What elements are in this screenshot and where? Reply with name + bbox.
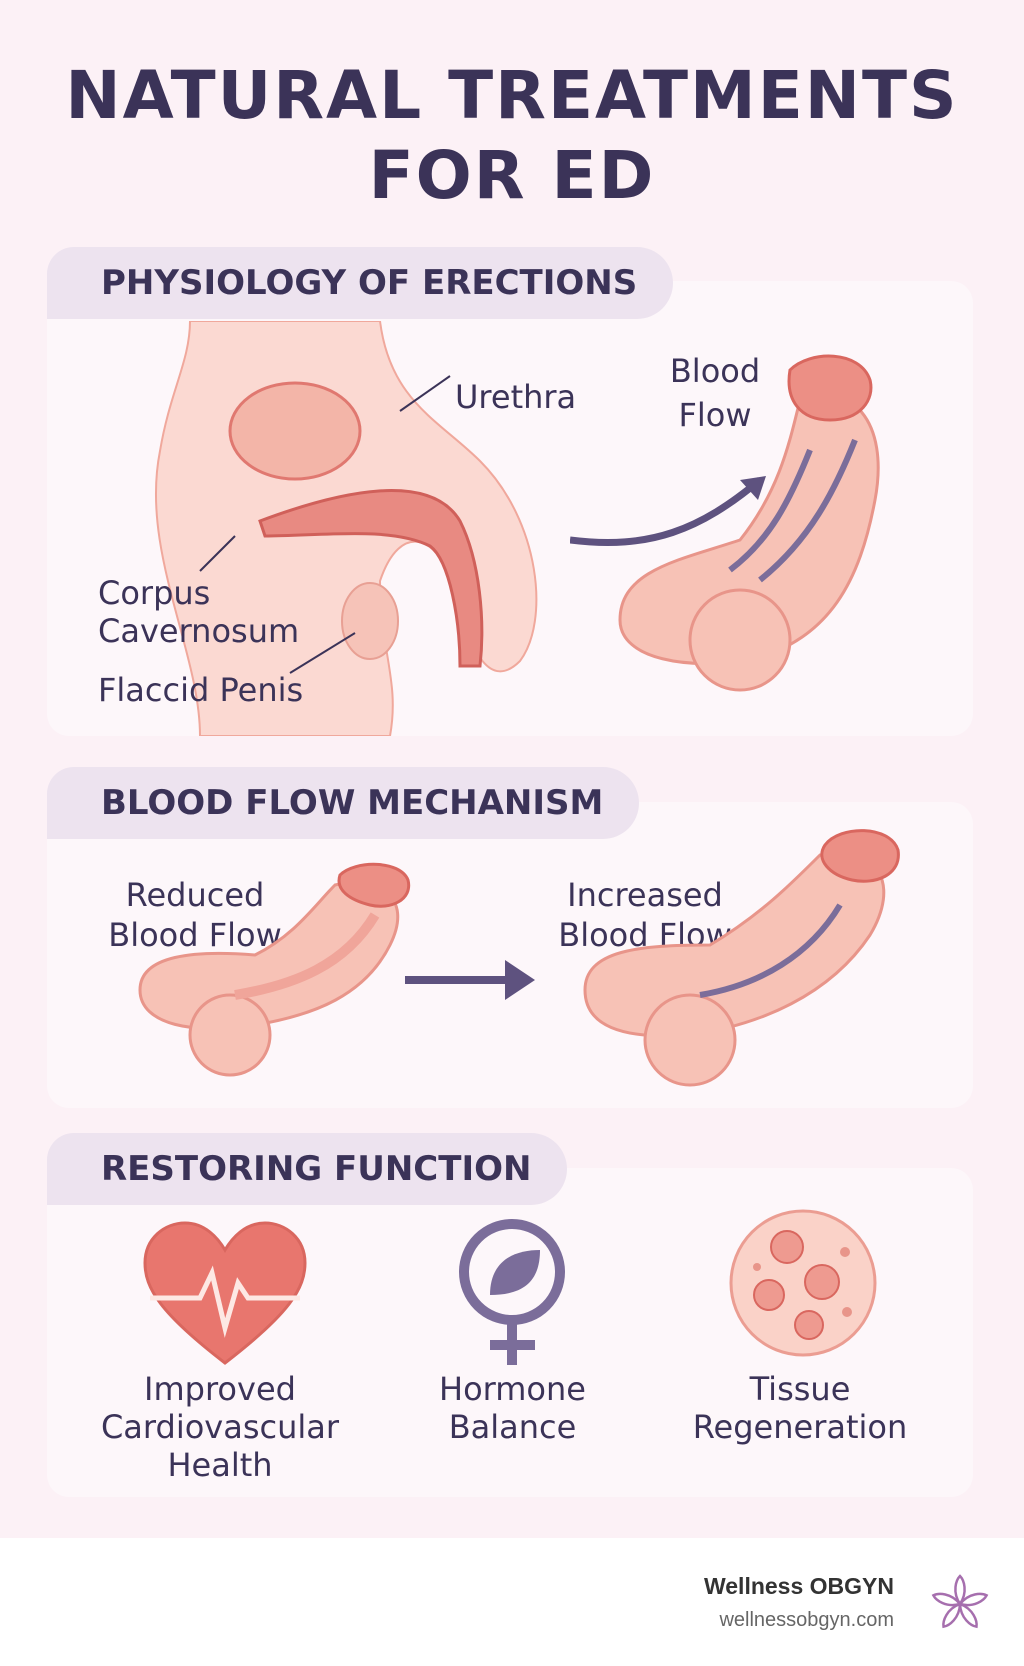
increased-flow-illustration xyxy=(583,829,900,1087)
footer: Wellness OBGYN wellnessobgyn.com xyxy=(0,1538,1024,1666)
reduced-flow-illustration xyxy=(138,862,411,1077)
label-reduced-2: Blood Flow xyxy=(108,916,282,954)
tissue-label-2: Regeneration xyxy=(692,1408,908,1446)
page-title-line1: NATURAL TREATMENTS xyxy=(65,57,959,134)
label-urethra: Urethra xyxy=(455,378,577,416)
label-corpus-1: Corpus xyxy=(98,574,211,612)
hormone-label-2: Balance xyxy=(448,1408,577,1446)
flower-logo-icon xyxy=(931,1574,989,1629)
cardio-label-3: Health xyxy=(167,1446,273,1484)
page-title-line2: FOR ED xyxy=(368,137,656,214)
arrow-right-icon xyxy=(405,960,535,1000)
label-flaccid-penis: Flaccid Penis xyxy=(98,671,304,709)
label-reduced-1: Reduced xyxy=(125,876,265,914)
footer-url[interactable]: wellnessobgyn.com xyxy=(719,1609,894,1631)
label-corpus-2: Cavernosum xyxy=(98,612,300,650)
tissue-cells-icon xyxy=(729,1209,877,1357)
section-heading-physiology: PHYSIOLOGY OF ERECTIONS xyxy=(47,247,674,319)
female-leaf-icon xyxy=(459,1219,565,1365)
label-increased-1: Increased xyxy=(567,876,723,914)
tissue-label-1: Tissue xyxy=(749,1370,851,1408)
label-blood-2: Flow xyxy=(678,396,752,434)
section-heading-restoring: RESTORING FUNCTION xyxy=(47,1133,568,1205)
cardio-label-1: Improved xyxy=(144,1370,296,1408)
section-heading-blood-flow: BLOOD FLOW MECHANISM xyxy=(47,767,640,839)
heart-pulse-icon xyxy=(143,1221,307,1365)
footer-brand: Wellness OBGYN xyxy=(703,1573,894,1599)
hormone-label-1: Hormone xyxy=(439,1370,586,1408)
label-blood-1: Blood xyxy=(669,352,761,390)
erect-illustration xyxy=(570,354,880,692)
cardio-label-2: Cardiovascular xyxy=(100,1408,340,1446)
anatomy-illustration xyxy=(155,321,538,736)
